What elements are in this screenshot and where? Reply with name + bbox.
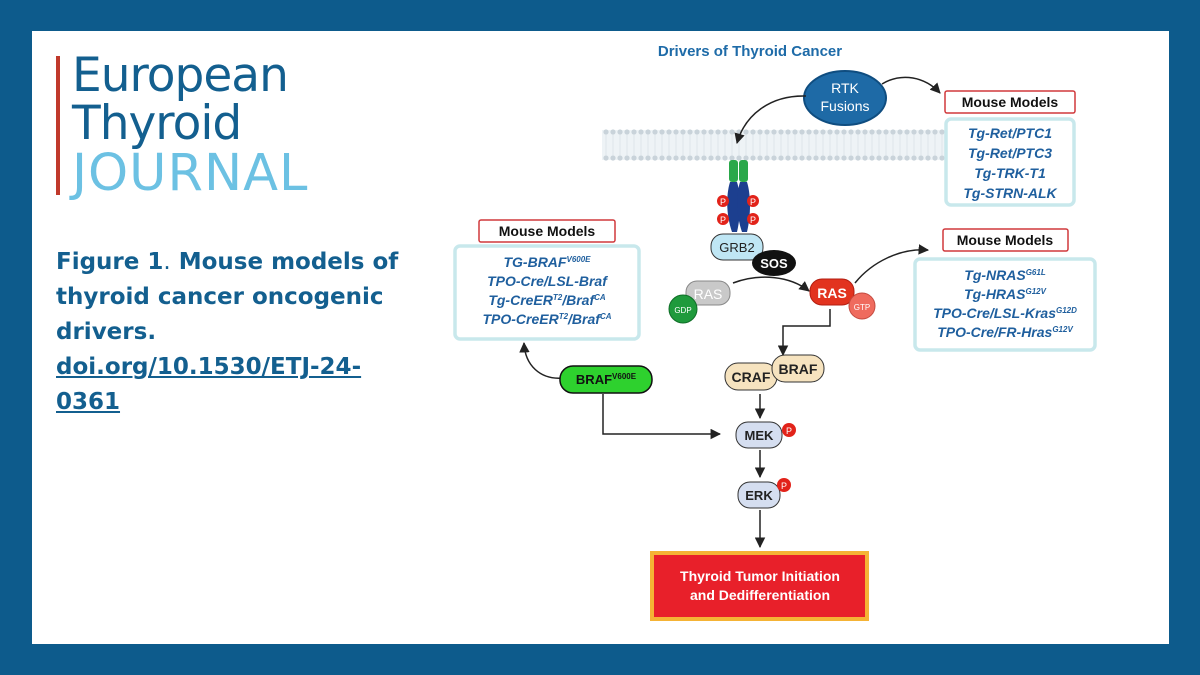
braf-model-item: Tg-CreERT2/BrafCA bbox=[488, 292, 606, 308]
ras-model-item: Tg-HRASG12V bbox=[964, 286, 1047, 302]
rtk-model-item: Tg-STRN-ALK bbox=[963, 185, 1057, 201]
braf-models-header-label: Mouse Models bbox=[499, 223, 596, 239]
erk-node bbox=[737, 481, 781, 509]
caption-separator: . bbox=[163, 249, 171, 275]
braf-v600e-node bbox=[559, 365, 653, 394]
grb2-label: GRB2 bbox=[719, 240, 754, 255]
braf-model-item: TPO-Cre/LSL-Braf bbox=[487, 273, 608, 289]
gdp-label: GDP bbox=[674, 306, 691, 315]
mek-phospho bbox=[782, 423, 796, 437]
braf-model-item: TPO-CreERT2/BrafCA bbox=[482, 311, 611, 327]
braf-v600e-label: BRAFV600E bbox=[576, 372, 637, 387]
grb2-node bbox=[710, 233, 764, 261]
braf-label: BRAF bbox=[779, 361, 818, 377]
ras-model-item: TPO-Cre/LSL-KrasG12D bbox=[933, 305, 1077, 321]
sos-label: SOS bbox=[760, 256, 788, 271]
figure-caption: Figure 1. Mouse models of thyroid cancer… bbox=[56, 245, 416, 420]
rtk-model-item: Tg-Ret/PTC3 bbox=[968, 145, 1052, 161]
ras-model-item: TPO-Cre/FR-HrasG12V bbox=[937, 324, 1073, 340]
caption-title: Mouse models of thyroid cancer oncogenic… bbox=[56, 249, 399, 345]
svg-text:P: P bbox=[720, 197, 726, 207]
rtk-to-membrane-arrow bbox=[734, 95, 807, 145]
journal-logo-line3: JOURNAL bbox=[72, 144, 309, 203]
ras-to-models-arrow bbox=[854, 244, 930, 284]
figure-label: Figure 1 bbox=[56, 249, 164, 275]
rtk-models-header bbox=[944, 90, 1076, 114]
rtk-label-line1: RTK bbox=[831, 80, 859, 96]
outcome-line1: Thyroid Tumor Initiation bbox=[680, 568, 840, 584]
craf-label: CRAF bbox=[732, 369, 771, 385]
braf-model-item: TG-BRAFV600E bbox=[503, 254, 591, 270]
ras-gtp-node bbox=[809, 278, 855, 306]
svg-text:P: P bbox=[750, 215, 756, 225]
journal-logo-line1: European bbox=[72, 48, 289, 103]
outcome-line2: and Dedifferentiation bbox=[690, 587, 830, 603]
ras-to-raf-arrow bbox=[777, 309, 831, 357]
svg-text:P: P bbox=[750, 197, 756, 207]
braf-models-header bbox=[478, 219, 616, 243]
erk-label: ERK bbox=[745, 488, 773, 503]
ras-model-item: Tg-NRASG61L bbox=[964, 267, 1046, 283]
mek-node bbox=[735, 421, 783, 449]
rtk-models-box bbox=[944, 117, 1076, 207]
ras-models-box bbox=[913, 257, 1097, 352]
mek-label: MEK bbox=[745, 428, 775, 443]
receptor-dimer bbox=[727, 160, 750, 232]
rtk-fusions-node bbox=[803, 70, 887, 126]
braf-to-models-arrow bbox=[519, 341, 564, 379]
gtp-node bbox=[848, 292, 876, 320]
ras-gtp-label: RAS bbox=[817, 285, 847, 301]
rtk-to-models-arrow bbox=[881, 76, 941, 94]
gdp-node bbox=[668, 294, 698, 324]
erk-phospho bbox=[777, 478, 791, 492]
braf-node bbox=[771, 354, 825, 383]
rtk-models-header-label: Mouse Models bbox=[962, 94, 1059, 110]
rtk-label-line2: Fusions bbox=[820, 98, 869, 114]
journal-logo-line2: Thyroid bbox=[72, 96, 242, 151]
ras-activation-arrow bbox=[732, 276, 810, 292]
logo-accent-bar bbox=[56, 56, 60, 195]
ras-gdp-node bbox=[685, 280, 731, 306]
ras-gdp-label: RAS bbox=[694, 286, 723, 302]
diagram-title: Drivers of Thyroid Cancer bbox=[658, 43, 842, 60]
sos-node bbox=[752, 250, 796, 276]
doi-link[interactable]: doi.org/10.1530/ETJ-24-0361 bbox=[56, 354, 362, 415]
ras-models-header-label: Mouse Models bbox=[957, 232, 1054, 248]
outcome-box bbox=[650, 551, 869, 621]
braf-models-box bbox=[453, 244, 641, 341]
rtk-model-item: Tg-Ret/PTC1 bbox=[968, 125, 1052, 141]
svg-text:P: P bbox=[720, 215, 726, 225]
gtp-label: GTP bbox=[854, 303, 870, 312]
ras-models-header bbox=[942, 228, 1069, 252]
erk-phospho-label: P bbox=[781, 481, 787, 491]
braf-to-mek-arrow bbox=[602, 394, 722, 440]
rtk-model-item: Tg-TRK-T1 bbox=[974, 165, 1046, 181]
phospho-sites: P P P P bbox=[717, 195, 759, 225]
mek-phospho-label: P bbox=[786, 426, 792, 436]
